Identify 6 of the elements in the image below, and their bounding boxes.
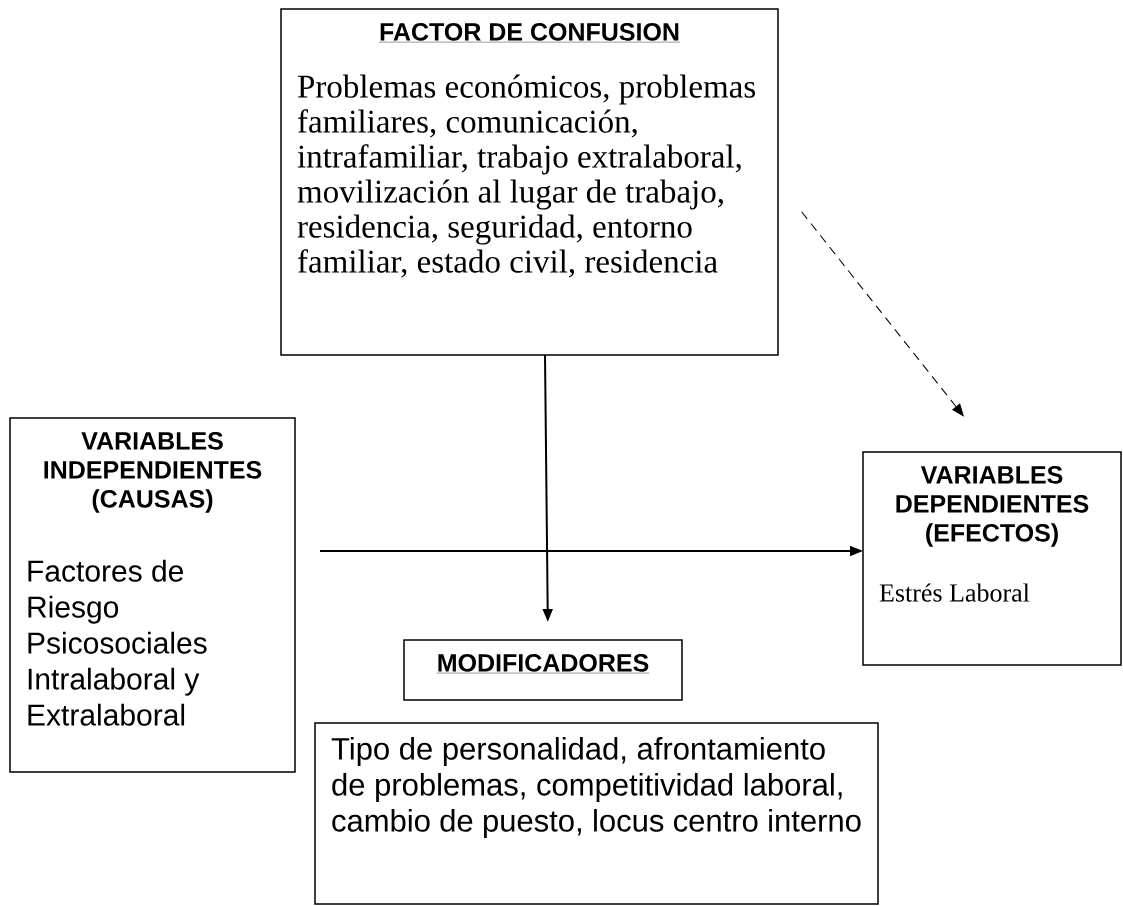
variable-box: FACTOR DE CONFUSION Problemas económicos, problemas familiares, comunicación, intrafamiliar, trabajo extralaboral, movilización al lugar de trabajo, residencia, seguridad, entorno familiar, estado civil, residencia <box>280 8 779 356</box>
variable-box: VARIABLES DEPENDIENTES (EFECTOS) Estrés Laboral <box>862 451 1122 666</box>
text-box: Tipo de personalidad, afrontamiento de problemas, competitividad laboral, cambio de puesto, locus centro interno <box>314 722 879 905</box>
arrow <box>801 211 964 417</box>
heading-box: MODIFICADORES <box>403 639 683 701</box>
variable-box: VARIABLES INDEPENDIENTES (CAUSAS) Factores de Riesgo Psicosociales Intralaboral y Extralaboral <box>9 417 296 773</box>
